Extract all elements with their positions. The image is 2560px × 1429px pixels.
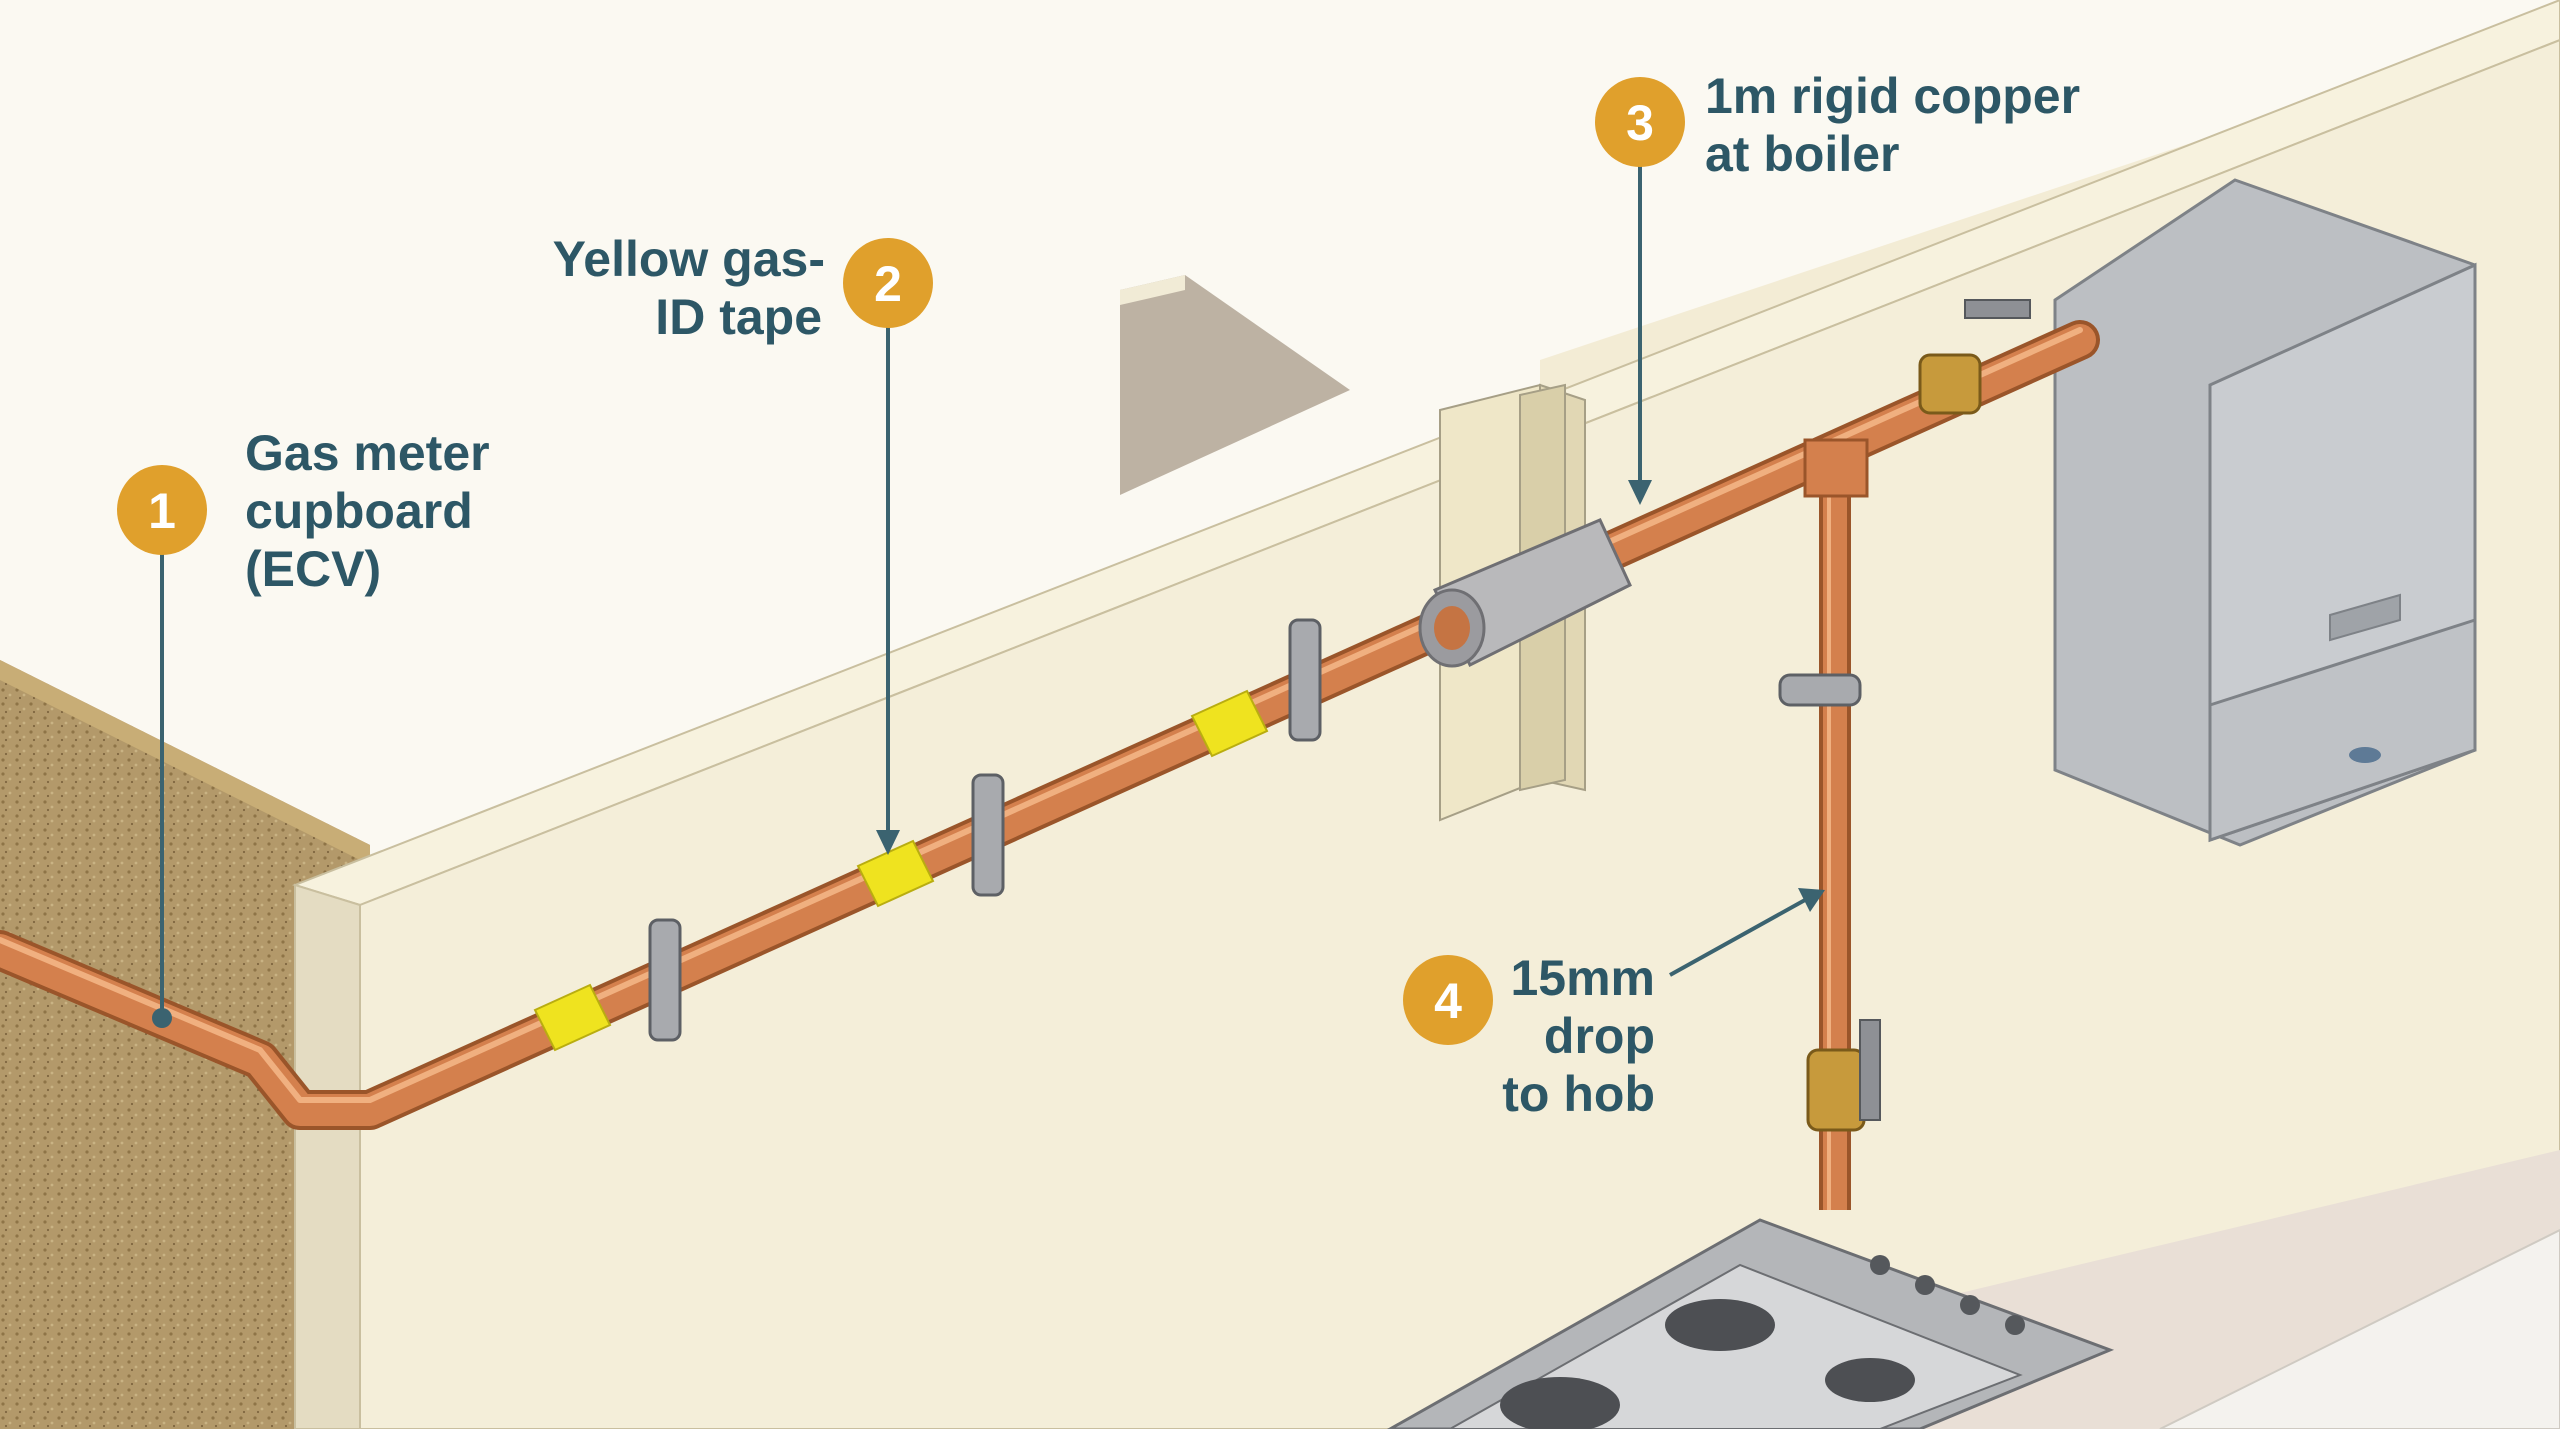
callout-3-line-1: 1m rigid copper — [1705, 68, 2080, 124]
callout-4-line-1: 15mm — [1510, 950, 1655, 1006]
callout-2: 2 Yellow gas- ID tape — [553, 231, 933, 345]
callout-3-number: 3 — [1626, 95, 1654, 151]
callout-1-line-1: Gas meter — [245, 425, 490, 481]
callout-2-line-2: ID tape — [655, 289, 822, 345]
callout-4-circle — [1403, 955, 1493, 1045]
callout-4: 4 15mm drop to hob — [1403, 950, 1655, 1122]
leader-lines — [152, 162, 1825, 1028]
callout-1: 1 Gas meter cupboard (ECV) — [117, 425, 490, 597]
gas-id-tape-icon — [533, 689, 1269, 1052]
isolation-valve-icon — [1806, 299, 2031, 1132]
boiler-icon — [2053, 178, 2477, 847]
callout-2-circle — [843, 238, 933, 328]
callout-3-circle — [1595, 77, 1685, 167]
callout-1-line-2: cupboard — [245, 483, 473, 539]
callout-4-line-2: drop — [1544, 1008, 1655, 1064]
callout-4-number: 4 — [1434, 973, 1462, 1029]
callout-2-number: 2 — [874, 256, 902, 312]
pipe-sleeve-icon — [1418, 518, 1632, 668]
callout-2-line-1: Yellow gas- — [553, 231, 825, 287]
pipe-clip-icon — [648, 618, 1862, 1042]
callout-3: 3 1m rigid copper at boiler — [1595, 68, 2080, 182]
callout-1-number: 1 — [148, 483, 176, 539]
wall-opening — [1120, 275, 1350, 495]
gas-hob-icon — [1386, 1218, 2115, 1429]
callout-1-circle — [117, 465, 207, 555]
callout-3-line-2: at boiler — [1705, 126, 1899, 182]
callout-4-line-3: to hob — [1502, 1066, 1655, 1122]
callout-1-line-3: (ECV) — [245, 541, 381, 597]
